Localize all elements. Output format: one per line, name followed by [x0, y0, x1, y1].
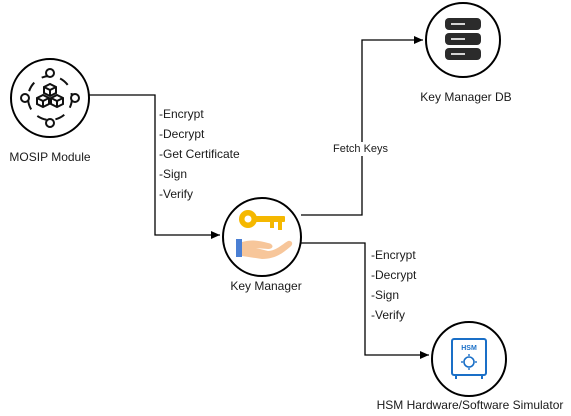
key-manager-label: Key Manager	[230, 279, 302, 293]
operation-item: -Sign	[371, 288, 400, 302]
fetch-keys-label: Fetch Keys	[333, 142, 389, 156]
hsm-operations-list: -Encrypt -Decrypt -Sign -Verify	[371, 245, 416, 325]
operation-item: -Sign	[159, 167, 188, 181]
key-manager-db-node[interactable]	[425, 2, 501, 78]
edge-mosip-to-key-manager	[88, 94, 220, 239]
operation-item: -Encrypt	[371, 248, 416, 262]
modules-cube-icon	[20, 68, 80, 128]
operation-item: -Decrypt	[159, 127, 205, 141]
operation-item: -Verify	[371, 308, 406, 322]
mosip-operations-list: -Encrypt -Decrypt -Get Certificate -Sign…	[159, 104, 240, 204]
database-icon	[445, 18, 481, 60]
operation-item: -Decrypt	[371, 268, 417, 282]
edge-key-manager-to-db	[301, 36, 423, 216]
mosip-module-node[interactable]	[10, 58, 90, 138]
operation-item: -Verify	[159, 187, 194, 201]
hsm-label: HSM Hardware/Software Simulator	[376, 398, 564, 412]
key-manager-node[interactable]	[222, 197, 302, 277]
hsm-node[interactable]: HSM	[431, 321, 507, 397]
key-manager-db-label: Key Manager DB	[420, 90, 512, 104]
key-hand-icon	[236, 210, 293, 259]
mosip-module-label: MOSIP Module	[9, 150, 91, 164]
hsm-badge-text: HSM	[461, 345, 477, 352]
hsm-safe-icon: HSM	[451, 338, 487, 379]
operation-item: -Encrypt	[159, 107, 204, 121]
edge-key-manager-to-hsm	[301, 242, 429, 359]
operation-item: -Get Certificate	[159, 147, 240, 161]
